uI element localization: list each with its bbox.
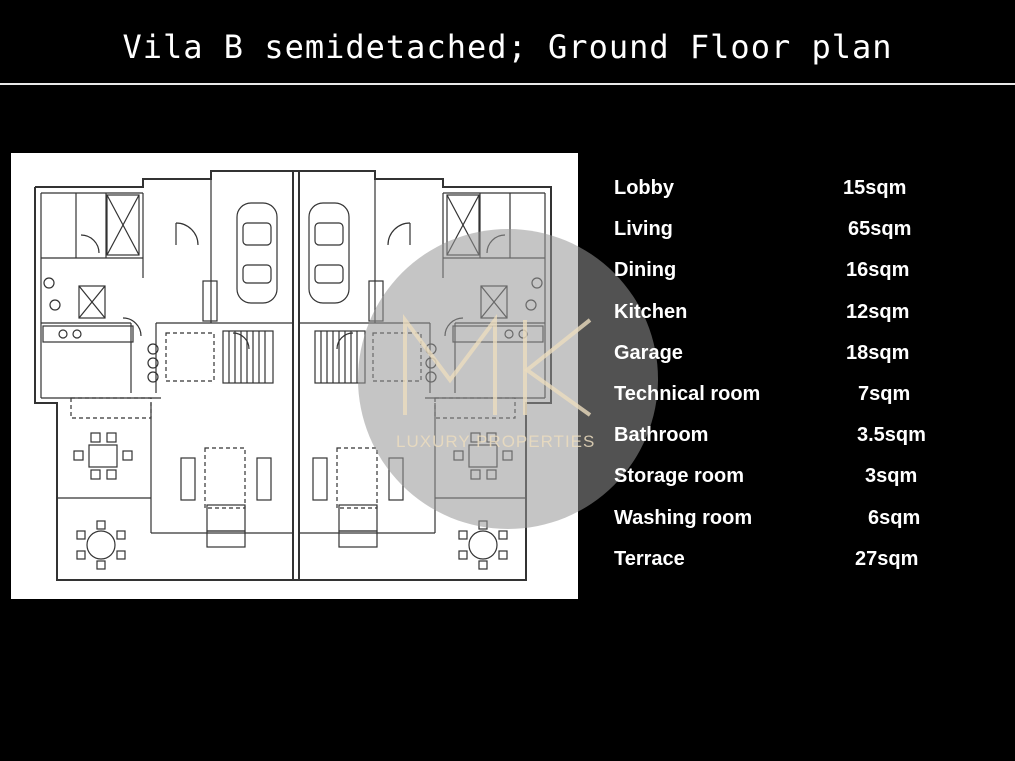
room-row: Bathroom 3.5sqm <box>614 420 994 461</box>
outer-walls <box>34 170 552 581</box>
dining-sets <box>73 432 513 570</box>
room-name: Dining <box>614 259 677 282</box>
interior-walls-left <box>40 179 293 534</box>
room-name: Technical room <box>614 382 761 405</box>
room-row: Living 65sqm <box>614 214 994 255</box>
room-name: Terrace <box>614 547 685 570</box>
room-area: 18sqm <box>846 341 910 364</box>
room-name: Bathroom <box>614 424 709 447</box>
room-name: Garage <box>614 341 683 364</box>
room-name: Lobby <box>614 177 674 199</box>
stairs <box>222 330 366 384</box>
room-row: Kitchen 12sqm <box>614 297 994 338</box>
room-area: 65sqm <box>848 218 912 241</box>
room-area: 27sqm <box>855 547 919 570</box>
room-name: Living <box>614 218 673 241</box>
room-area: 15sqm <box>843 177 907 199</box>
watermark-tagline: LUXURY PROPERTIES <box>396 432 596 451</box>
garage-cars <box>236 202 350 304</box>
room-area: 7sqm <box>858 382 911 405</box>
room-row: Garage 18sqm <box>614 338 994 379</box>
room-name: Storage room <box>614 465 745 488</box>
room-row: Technical room 7sqm <box>614 379 994 420</box>
title-divider <box>0 83 1015 85</box>
watermark-logo <box>403 314 592 417</box>
page-title: Vila B semidetached; Ground Floor plan <box>122 28 893 66</box>
room-name: Washing room <box>614 506 753 529</box>
room-row: Lobby 15sqm <box>614 173 994 214</box>
room-area: 3sqm <box>865 465 918 488</box>
room-area: 3.5sqm <box>857 424 926 447</box>
room-area: 12sqm <box>846 300 910 323</box>
room-row: Dining 16sqm <box>614 255 994 296</box>
room-area: 16sqm <box>846 259 910 282</box>
watermark-circle <box>358 229 658 529</box>
room-row: Washing room 6sqm <box>614 503 994 544</box>
room-area: 6sqm <box>868 506 921 529</box>
room-row: Terrace 27sqm <box>614 544 994 585</box>
room-row: Storage room 3sqm <box>614 461 994 502</box>
room-name: Kitchen <box>614 300 688 323</box>
